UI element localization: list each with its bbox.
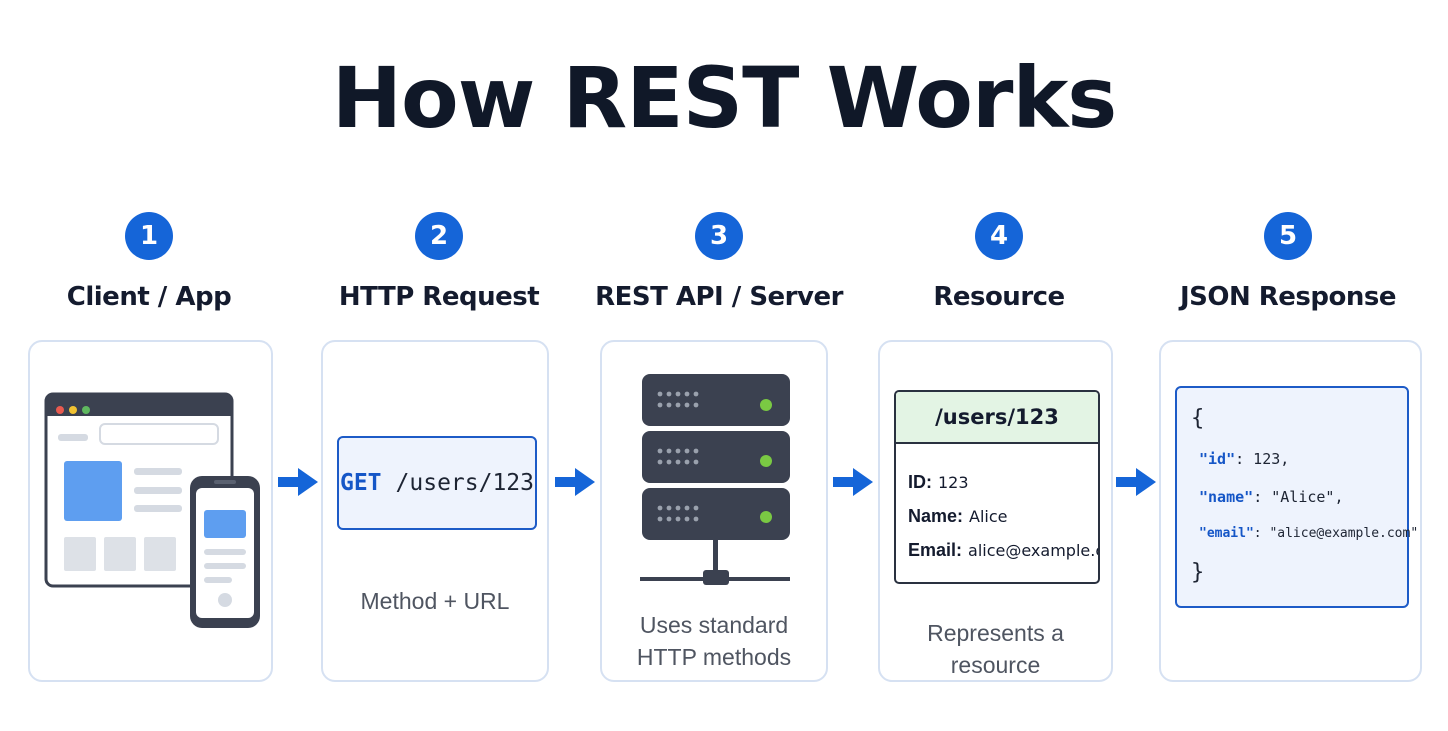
- json-value: "Alice",: [1262, 488, 1344, 506]
- json-value: "alice@example.com": [1261, 526, 1419, 541]
- json-line: "email": "alice@example.com": [1199, 526, 1418, 541]
- step-heading: JSON Response: [1179, 282, 1397, 312]
- page-title: How REST Works: [331, 49, 1118, 147]
- step-heading: REST API / Server: [595, 282, 843, 312]
- client-devices-illustration: [44, 392, 260, 628]
- resource-field-id: ID: 123: [908, 472, 969, 493]
- request-path: /users/123: [395, 470, 535, 496]
- field-value: 123: [938, 473, 969, 492]
- request-caption: Method + URL: [360, 588, 510, 614]
- json-code-block: { "id": 123, "name": "Alice", "email": "…: [1175, 386, 1418, 608]
- step-heading: HTTP Request: [338, 282, 540, 312]
- resource-caption: Represents a resource: [927, 620, 1064, 678]
- field-value: alice@example.com: [968, 541, 1098, 560]
- client-panel: [28, 340, 273, 682]
- json-line: "id": 123,: [1199, 450, 1289, 468]
- json-sep: :: [1235, 450, 1245, 468]
- http-request-panel: GET/users/123 Method + URL: [321, 340, 549, 682]
- server-rack-icon: [640, 374, 790, 585]
- arrow-right-icon: [1116, 468, 1156, 496]
- step-4: 4 Resource: [849, 212, 1149, 312]
- json-sep: :: [1253, 526, 1262, 541]
- step-number-badge: 4: [975, 212, 1023, 260]
- server-caption-line2: HTTP methods: [636, 644, 792, 670]
- json-sep: :: [1253, 488, 1263, 506]
- field-value: Alice: [969, 507, 1008, 526]
- server-caption-line1: Uses standard: [639, 612, 789, 638]
- resource-panel: /users/123 ID: 123 Name: Alice Email: alice…: [878, 340, 1113, 682]
- step-3: 3 REST API / Server: [569, 212, 869, 312]
- server-panel: Uses standard HTTP methods: [600, 340, 828, 682]
- json-key: "id": [1199, 450, 1236, 468]
- arrow-right-icon: [278, 468, 318, 496]
- resource-field-name: Name: Alice: [908, 506, 1008, 527]
- json-value: 123,: [1244, 450, 1290, 468]
- step-5: 5 JSON Response: [1138, 212, 1438, 312]
- json-close-brace: }: [1191, 560, 1205, 585]
- json-key: "name": [1199, 488, 1254, 506]
- browser-window-icon: [44, 392, 234, 588]
- step-1: 1 Client / App: [0, 212, 299, 312]
- step-number-badge: 1: [125, 212, 173, 260]
- json-key: "email": [1199, 526, 1254, 541]
- http-method: GET: [339, 470, 382, 496]
- field-key: Email:: [908, 540, 963, 560]
- resource-path: /users/123: [896, 392, 1098, 444]
- resource-field-email: Email: alice@example.com: [908, 540, 1098, 561]
- smartphone-icon: [190, 476, 260, 628]
- field-key: ID:: [908, 472, 932, 492]
- step-number-badge: 2: [415, 212, 463, 260]
- json-line: "name": "Alice",: [1199, 488, 1344, 506]
- step-heading: Client / App: [66, 282, 232, 312]
- resource-card: /users/123 ID: 123 Name: Alice Email: alice…: [894, 390, 1100, 584]
- step-number-badge: 3: [695, 212, 743, 260]
- request-line: GET/users/123: [337, 436, 537, 530]
- field-key: Name:: [908, 506, 964, 526]
- step-heading: Resource: [933, 282, 1065, 312]
- arrow-right-icon: [555, 468, 595, 496]
- step-2: 2 HTTP Request: [289, 212, 589, 312]
- arrow-right-icon: [833, 468, 873, 496]
- step-number-badge: 5: [1264, 212, 1312, 260]
- json-response-panel: { "id": 123, "name": "Alice", "email": "…: [1159, 340, 1422, 682]
- json-open-brace: {: [1191, 406, 1205, 431]
